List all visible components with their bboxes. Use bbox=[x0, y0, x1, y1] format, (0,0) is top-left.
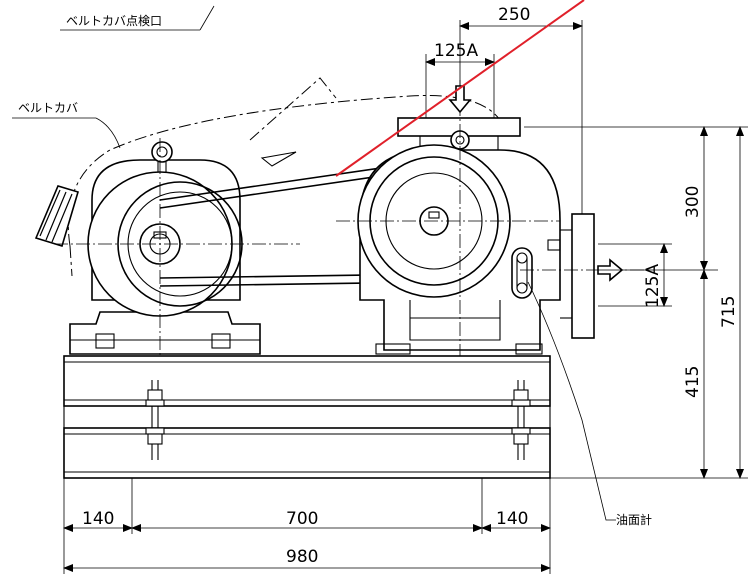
dim-300 bbox=[524, 126, 718, 271]
callout-belt-cover-inspection: ベルトカバ点検口 bbox=[66, 14, 162, 28]
red-mark-line bbox=[335, 0, 585, 177]
dim-125a-outlet bbox=[598, 243, 672, 307]
anchor-bolt-right bbox=[511, 380, 531, 460]
dim-250 bbox=[459, 20, 583, 214]
base-frame bbox=[63, 355, 551, 479]
callout-oil-gauge: 油面計 bbox=[616, 512, 652, 527]
center-lines bbox=[54, 80, 650, 356]
dim-715 bbox=[718, 126, 748, 479]
belt-cover-guard bbox=[34, 185, 79, 248]
dim-250-label: 250 bbox=[498, 5, 530, 25]
dim-125a-inlet-label: 125A bbox=[434, 41, 478, 61]
dim-125a-outlet-label: 125A bbox=[643, 264, 663, 308]
dim-300-label: 300 bbox=[683, 186, 703, 218]
dim-140-right-label: 140 bbox=[496, 509, 528, 529]
dim-415-label: 415 bbox=[683, 366, 703, 398]
motor bbox=[69, 141, 261, 355]
anchor-bolt-left bbox=[145, 380, 165, 460]
dim-140-left-label: 140 bbox=[82, 509, 114, 529]
callout-belt-cover-inspection-leader bbox=[60, 5, 215, 31]
blower-casing bbox=[357, 117, 595, 355]
dim-415 bbox=[550, 269, 718, 479]
inlet-flow-arrow bbox=[448, 85, 472, 114]
callout-oil-gauge-leader bbox=[527, 281, 616, 521]
dim-700-label: 700 bbox=[286, 509, 318, 529]
callout-belt-cover-leader bbox=[12, 117, 121, 149]
dim-715-label: 715 bbox=[719, 296, 739, 328]
oil-gauge bbox=[511, 247, 533, 299]
dim-980-label: 980 bbox=[286, 547, 318, 567]
callout-belt-cover: ベルトカバ bbox=[18, 101, 78, 115]
